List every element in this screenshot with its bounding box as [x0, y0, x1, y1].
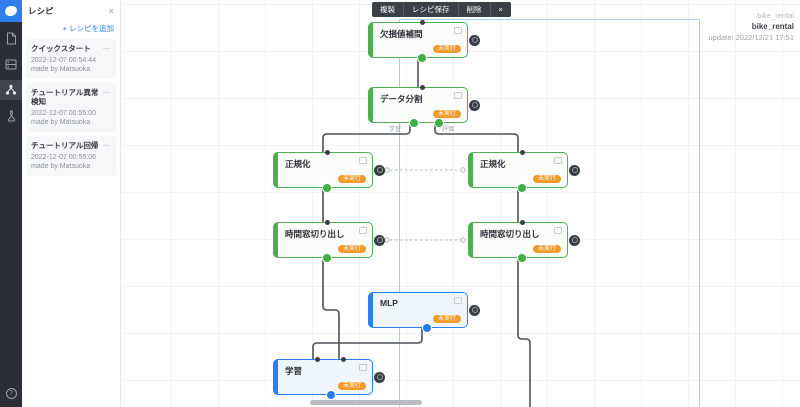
- input-port[interactable]: [325, 149, 330, 155]
- output-port[interactable]: [417, 53, 427, 63]
- app-logo[interactable]: [0, 0, 22, 22]
- recipe-item-title: クイックスタート: [31, 44, 91, 53]
- selection-rectangle: [399, 19, 700, 407]
- status-badge: 未実行: [337, 381, 366, 390]
- node-normalize-left[interactable]: 正規化 未実行: [273, 149, 385, 193]
- dataset-breadcrumb: bike_rental: [757, 11, 794, 20]
- note-icon[interactable]: [554, 157, 562, 164]
- node-label: データ分割: [380, 94, 423, 104]
- node-label: MLP: [380, 298, 398, 308]
- node-time-window-right[interactable]: 時間窓切り出し 未実行: [468, 219, 580, 263]
- nav-dataset-icon[interactable]: [0, 54, 22, 74]
- recipe-item-author: made by Matsuoka: [31, 119, 91, 126]
- status-badge: 未実行: [337, 174, 366, 183]
- delete-button[interactable]: 削除: [459, 2, 491, 17]
- pipeline-canvas[interactable]: [122, 0, 800, 407]
- panel-close-icon[interactable]: ×: [108, 6, 114, 16]
- recipe-panel: レシピ × + レシピを追加 クイックスタート … 2022-12-07 00:…: [22, 0, 121, 407]
- note-icon[interactable]: [359, 157, 367, 164]
- recipe-list-item[interactable]: チュートリアル異常検知 … 2022-12-07 00:55:00 made b…: [26, 83, 116, 132]
- nav-document-icon[interactable]: [0, 28, 22, 48]
- input-port-right[interactable]: [341, 356, 346, 362]
- nav-recipe-icon[interactable]: [0, 80, 22, 100]
- node-label: 正規化: [480, 159, 506, 169]
- help-icon[interactable]: ?: [0, 388, 22, 399]
- node-time-window-left[interactable]: 時間窓切り出し 未実行: [273, 219, 385, 263]
- note-icon[interactable]: [359, 227, 367, 234]
- save-recipe-button[interactable]: レシピ保存: [404, 2, 459, 17]
- input-port[interactable]: [420, 84, 425, 90]
- recipe-list-item[interactable]: クイックスタート … 2022-12-07 00:54:44 made by M…: [26, 39, 116, 79]
- status-badge: 未実行: [432, 109, 461, 118]
- side-port[interactable]: [374, 164, 385, 176]
- node-label: 学習: [285, 366, 303, 376]
- node-label: 欠損値補間: [380, 29, 423, 39]
- side-port[interactable]: [569, 234, 580, 246]
- recipe-item-title: チュートリアル異常検知: [31, 88, 99, 106]
- node-data-split[interactable]: データ分割 未実行: [368, 84, 480, 128]
- recipe-item-date: 2022-12-07 00:55:06: [31, 154, 96, 161]
- nav-rail: ?: [0, 0, 22, 407]
- node-label: 時間窓切り出し: [480, 229, 540, 239]
- output-port[interactable]: [422, 323, 432, 333]
- input-port[interactable]: [325, 219, 330, 225]
- node-label: 正規化: [285, 159, 311, 169]
- recipe-item-date: 2022-12-07 00:55:00: [31, 110, 96, 117]
- input-port-left[interactable]: [315, 356, 320, 362]
- panel-title: レシピ: [28, 6, 54, 16]
- close-toolbar-button[interactable]: ×: [498, 5, 503, 14]
- recipe-header-info: bike_rental bike_rental update: 2022/12/…: [709, 11, 795, 42]
- recipe-item-author: made by Matsuoka: [31, 163, 91, 170]
- status-badge: 未実行: [432, 314, 461, 323]
- note-icon[interactable]: [454, 297, 462, 304]
- recipe-title: bike_rental: [751, 22, 794, 31]
- output-port[interactable]: [322, 253, 332, 263]
- side-port[interactable]: [569, 164, 580, 176]
- add-recipe-link[interactable]: + レシピを追加: [62, 24, 114, 33]
- node-normalize-right[interactable]: 正規化 未実行: [468, 149, 580, 193]
- side-port[interactable]: [469, 304, 480, 316]
- item-menu-icon[interactable]: …: [102, 42, 111, 51]
- output-port[interactable]: [326, 390, 336, 400]
- nav-experiment-icon[interactable]: [0, 106, 22, 126]
- output-port-train[interactable]: [409, 118, 419, 128]
- side-port[interactable]: [469, 99, 480, 111]
- port-label-eval: 評価: [442, 127, 455, 133]
- input-port[interactable]: [520, 149, 525, 155]
- input-port[interactable]: [520, 219, 525, 225]
- note-icon[interactable]: [454, 27, 462, 34]
- node-mlp[interactable]: MLP 未実行: [368, 292, 480, 333]
- port-label-train: 学習: [389, 127, 402, 133]
- status-badge: 未実行: [432, 44, 461, 53]
- side-port[interactable]: [374, 234, 385, 246]
- node-missing-value[interactable]: 欠損値補間 未実行: [368, 19, 480, 63]
- output-port[interactable]: [517, 253, 527, 263]
- duplicate-button[interactable]: 複製: [372, 2, 404, 17]
- updated-timestamp: update: 2022/12/21 17:51: [708, 33, 795, 42]
- side-port[interactable]: [374, 371, 385, 383]
- recipe-item-title: チュートリアル回帰: [31, 141, 99, 150]
- output-port[interactable]: [517, 183, 527, 193]
- status-badge: 未実行: [532, 244, 561, 253]
- note-icon[interactable]: [454, 92, 462, 99]
- input-port[interactable]: [420, 19, 425, 25]
- output-port[interactable]: [322, 183, 332, 193]
- note-icon[interactable]: [359, 364, 367, 371]
- node-label: 時間窓切り出し: [285, 229, 345, 239]
- node-train[interactable]: 学習 未実行: [273, 356, 385, 400]
- node-toolbar: 複製 レシピ保存 削除 ×: [372, 2, 511, 17]
- item-menu-icon[interactable]: …: [102, 139, 111, 148]
- recipe-list-item[interactable]: チュートリアル回帰 … 2022-12-07 00:55:06 made by …: [26, 136, 116, 176]
- status-badge: 未実行: [532, 174, 561, 183]
- note-icon[interactable]: [554, 227, 562, 234]
- item-menu-icon[interactable]: …: [102, 86, 111, 95]
- recipe-item-date: 2022-12-07 00:54:44: [31, 57, 96, 64]
- status-badge: 未実行: [337, 244, 366, 253]
- recipe-item-author: made by Matsuoka: [31, 66, 91, 73]
- horizontal-scrollbar[interactable]: [310, 400, 422, 405]
- side-port[interactable]: [469, 34, 480, 46]
- logo-icon: [4, 4, 18, 18]
